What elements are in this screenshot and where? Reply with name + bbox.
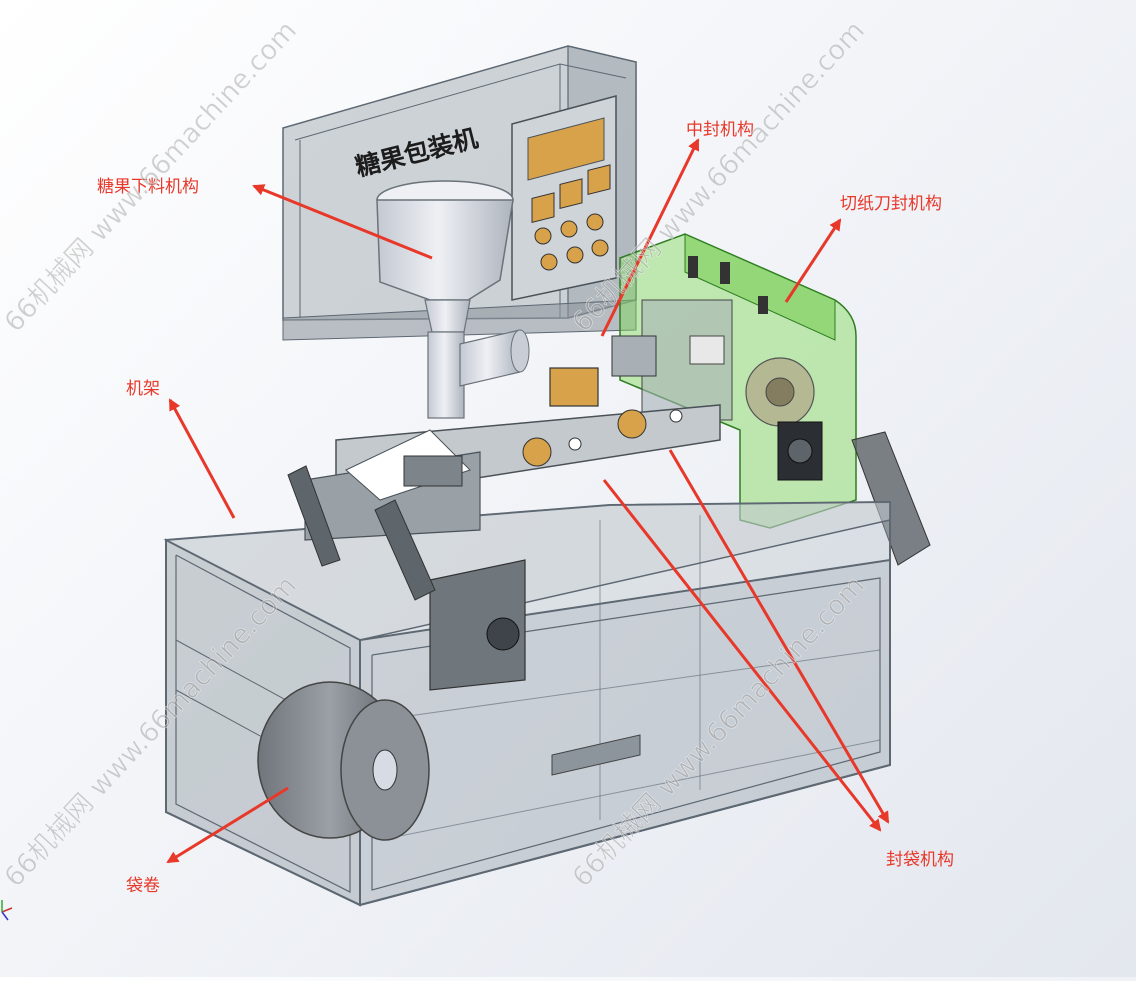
- bag-roll: [257, 681, 430, 841]
- label-cutter-seal: 切纸刀封机构: [840, 194, 942, 214]
- arrow-bag-roll: [166, 786, 289, 864]
- label-middle-seal: 中封机构: [686, 120, 754, 140]
- label-bag-seal: 封袋机构: [886, 850, 954, 870]
- label-bag-roll: 袋卷: [126, 876, 160, 896]
- callout-arrows: [166, 138, 890, 864]
- arrow-middle-seal: [600, 138, 700, 337]
- arrow-cutter-seal: [784, 218, 842, 303]
- arrow-candy-feed: [252, 184, 433, 260]
- control-panel: [511, 95, 617, 301]
- arrow-bag-seal-1: [602, 479, 882, 832]
- candy-hopper: [376, 180, 530, 419]
- label-candy-feed: 糖果下料机构: [97, 177, 199, 197]
- label-frame: 机架: [126, 379, 160, 399]
- arrow-frame: [168, 398, 236, 519]
- cutter-seal-module: [619, 233, 857, 529]
- axis-triad-icon: [1, 900, 13, 921]
- sealing-mechanism: [287, 335, 721, 691]
- discharge-chute: [851, 431, 931, 566]
- arrow-bag-seal-2: [668, 449, 890, 824]
